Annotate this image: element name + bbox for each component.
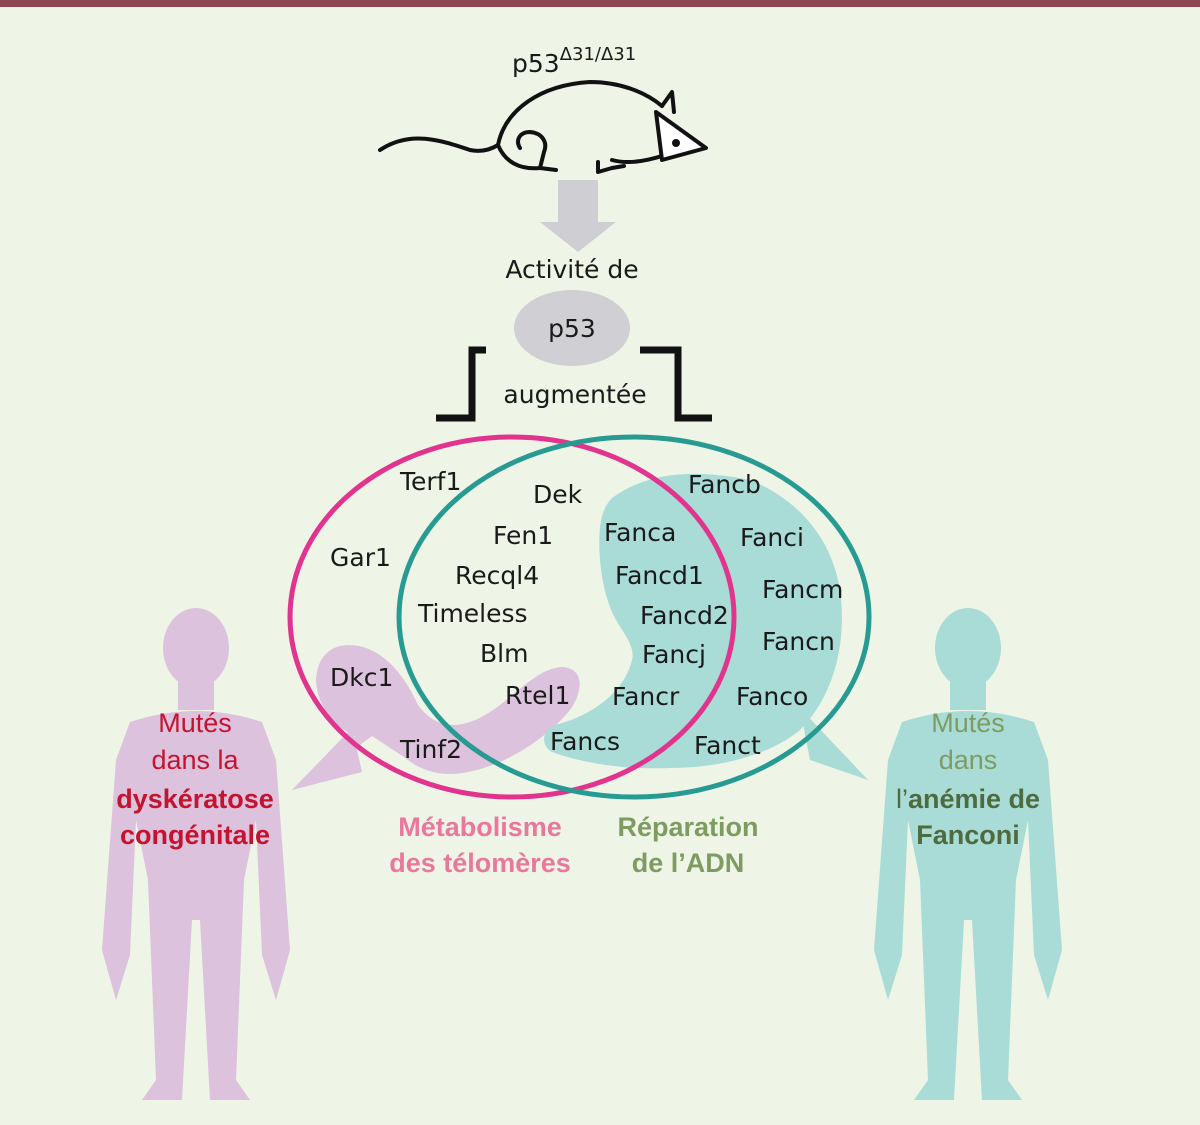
left-person-line2: dans la	[151, 745, 239, 775]
dna-category-line1: Réparation	[617, 812, 758, 842]
p53-node	[514, 290, 630, 366]
right-person-silhouette	[874, 608, 1062, 1100]
left-person-silhouette	[102, 608, 290, 1100]
gene-fanct: Fanct	[694, 731, 761, 760]
left-person-line4: congénitale	[120, 820, 270, 850]
gene-terf1: Terf1	[399, 467, 461, 496]
mouse-icon	[378, 80, 708, 174]
gene-fanco: Fanco	[736, 682, 808, 711]
gene-fancs: Fancs	[550, 727, 620, 756]
right-person-line2: dans	[939, 745, 998, 775]
left-person-line3: dyskératose	[116, 784, 274, 814]
inhibition-left-bracket	[436, 346, 486, 422]
gene-fancm: Fancm	[762, 575, 843, 604]
mouse-eye	[672, 139, 680, 147]
dna-repair-circle	[396, 434, 872, 800]
fanconi-gene-region	[544, 473, 868, 780]
gene-blm: Blm	[480, 639, 528, 668]
gene-dkc1: Dkc1	[330, 663, 393, 692]
gene-fancd2: Fancd2	[640, 601, 729, 630]
activity-label: Activité de	[505, 255, 638, 284]
inhibition-right-bracket	[640, 346, 712, 422]
gene-fancn: Fancn	[762, 627, 835, 656]
down-arrow	[540, 180, 616, 252]
gene-fancr: Fancr	[612, 682, 680, 711]
top-border-bar	[0, 0, 1200, 7]
right-person-line4: Fanconi	[916, 820, 1020, 850]
telomere-gene-region	[292, 645, 580, 790]
gene-fancd1: Fancd1	[615, 561, 704, 590]
mouse-genotype: p53Δ31/Δ31	[512, 44, 636, 78]
gene-gar1: Gar1	[330, 543, 391, 572]
gene-tinf2: Tinf2	[399, 735, 462, 764]
telomere-circle	[287, 434, 737, 800]
left-person-line1: Mutés	[158, 708, 232, 738]
p53-label: p53	[548, 314, 596, 343]
gene-dek: Dek	[533, 480, 583, 509]
gene-fanca: Fanca	[604, 518, 676, 547]
telomere-category-line1: Métabolisme	[398, 812, 562, 842]
gene-fanci: Fanci	[740, 523, 804, 552]
right-person-line1: Mutés	[931, 708, 1005, 738]
augmented-label: augmentée	[503, 380, 646, 409]
gene-fen1: Fen1	[493, 521, 553, 550]
gene-rtel1: Rtel1	[505, 681, 570, 710]
telomere-category-line2: des télomères	[389, 848, 571, 878]
gene-fancb: Fancb	[688, 470, 761, 499]
dna-category-line2: de l’ADN	[632, 848, 745, 878]
gene-timeless: Timeless	[417, 599, 528, 628]
gene-fancj: Fancj	[642, 640, 706, 669]
gene-recql4: Recql4	[455, 561, 539, 590]
right-person-line3: l’anémie de	[896, 784, 1040, 814]
